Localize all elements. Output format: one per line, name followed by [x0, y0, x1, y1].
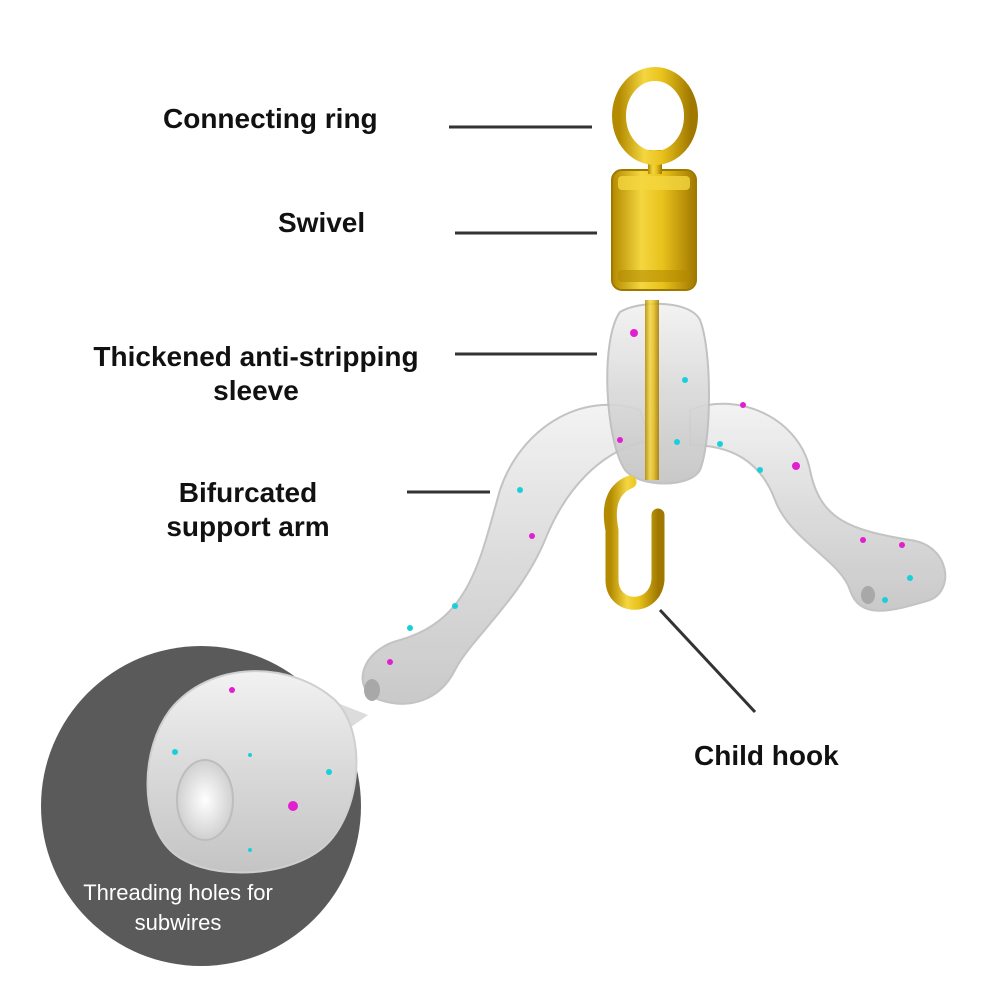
swivel	[611, 169, 697, 291]
bifurcated-support-arm	[361, 402, 947, 705]
plastic-specks	[387, 329, 913, 665]
label-arm-line1: Bifurcated	[178, 477, 318, 508]
leader-lines	[407, 125, 757, 714]
label-support-arm: Bifurcated support arm	[160, 476, 336, 544]
leader-line-hook	[658, 608, 757, 714]
label-sleeve-line1: Thickened anti-stripping	[93, 341, 419, 372]
label-child-hook: Child hook	[694, 740, 839, 771]
label-threading-holes: Threading holes for subwires	[80, 878, 276, 938]
child-hook	[603, 475, 665, 610]
connecting-ring	[612, 67, 698, 174]
label-swivel: Swivel	[278, 207, 366, 238]
threading-hole-inset	[41, 646, 368, 966]
label-holes-line2: subwires	[134, 910, 222, 935]
label-anti-stripping-sleeve: Thickened anti-stripping sleeve	[86, 340, 426, 408]
swivel-shaft	[645, 300, 659, 480]
label-sleeve-line2: sleeve	[213, 375, 299, 406]
label-connecting-ring: Connecting ring	[163, 103, 378, 134]
label-arm-line2: support arm	[166, 511, 330, 542]
label-holes-line1: Threading holes for	[83, 880, 273, 905]
